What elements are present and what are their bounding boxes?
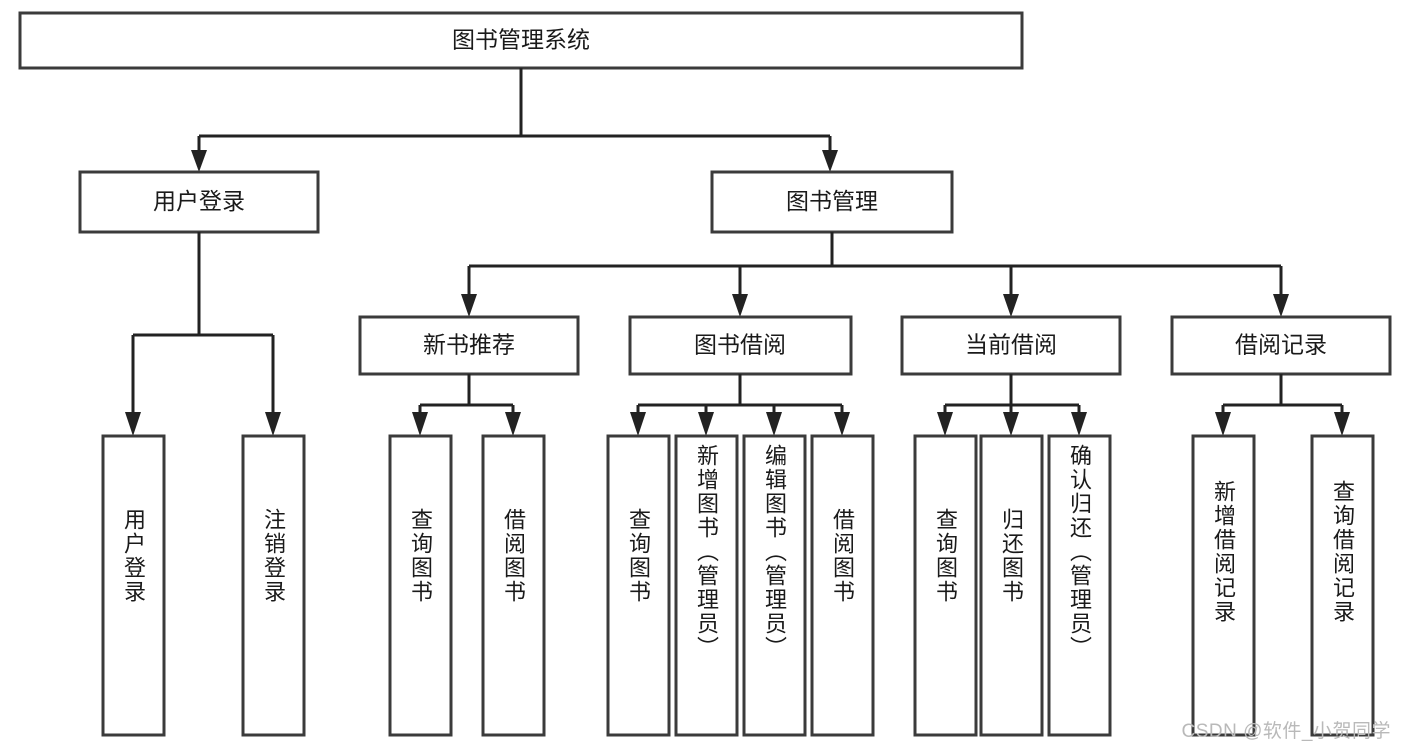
arrow-book-borrow — [732, 294, 748, 317]
node-book-manage-box — [710, 170, 954, 234]
arrow-current-borrow — [1003, 294, 1019, 317]
node-current-borrow[interactable]: 当前借阅 — [900, 315, 1122, 376]
node-book-manage-label: 图书管理 — [786, 188, 878, 214]
arrow-new-book-recommend — [461, 294, 477, 317]
node-root-label: 图书管理系统 — [452, 27, 590, 53]
node-new-book-recommend-box — [358, 315, 580, 376]
leaf-box-return-book[interactable] — [979, 434, 1044, 737]
arrow-leaf-add-book — [698, 412, 714, 436]
arrow-leaf-confirm-return — [1071, 412, 1087, 436]
leaf-box-edit-book[interactable] — [742, 434, 807, 737]
arrow-leaf-query-record — [1334, 412, 1350, 436]
arrow-book-manage — [822, 150, 838, 172]
leaf-box-query-book-2[interactable] — [606, 434, 671, 737]
leaf-box-logout[interactable] — [241, 434, 306, 737]
node-borrow-record[interactable]: 借阅记录 — [1170, 315, 1392, 376]
node-new-book-recommend-label: 新书推荐 — [423, 332, 515, 358]
arrow-leaf-query-book-3 — [937, 412, 953, 436]
node-book-manage[interactable]: 图书管理 — [710, 170, 954, 234]
arrow-leaf-query-book-2 — [630, 412, 646, 436]
arrow-leaf-user-login — [125, 412, 141, 436]
arrow-leaf-borrow-book-1 — [505, 412, 521, 436]
leaf-box-add-record[interactable] — [1191, 434, 1256, 737]
node-user-login[interactable]: 用户登录 — [78, 170, 320, 234]
arrow-user-login — [191, 150, 207, 172]
node-user-login-label: 用户登录 — [153, 188, 245, 214]
leaf-box-borrow-book-1[interactable] — [481, 434, 546, 737]
node-book-borrow[interactable]: 图书借阅 — [628, 315, 853, 376]
arrow-leaf-return-book — [1003, 412, 1019, 436]
leaf-box-query-book-3[interactable] — [913, 434, 978, 737]
arrow-borrow-record — [1273, 294, 1289, 317]
leaf-box-add-book[interactable] — [674, 434, 739, 737]
node-book-borrow-label: 图书借阅 — [694, 332, 786, 358]
node-current-borrow-label: 当前借阅 — [965, 332, 1057, 358]
leaf-box-user-login[interactable] — [101, 434, 166, 737]
leaf-box-query-book-1[interactable] — [388, 434, 453, 737]
arrow-leaf-add-record — [1215, 412, 1231, 436]
node-book-borrow-box — [628, 315, 853, 376]
node-root[interactable]: 图书管理系统 — [18, 11, 1024, 70]
arrow-leaf-query-book-1 — [412, 412, 428, 436]
node-root-box — [18, 11, 1024, 70]
node-borrow-record-label: 借阅记录 — [1235, 332, 1327, 358]
node-borrow-record-box — [1170, 315, 1392, 376]
node-new-book-recommend[interactable]: 新书推荐 — [358, 315, 580, 376]
arrow-leaf-edit-book — [766, 412, 782, 436]
arrow-leaf-logout — [265, 412, 281, 436]
node-current-borrow-box — [900, 315, 1122, 376]
leaf-box-borrow-book-2[interactable] — [810, 434, 875, 737]
leaf-box-confirm-return[interactable] — [1047, 434, 1112, 737]
arrow-leaf-borrow-book-2 — [834, 412, 850, 436]
leaf-box-query-record[interactable] — [1310, 434, 1375, 737]
